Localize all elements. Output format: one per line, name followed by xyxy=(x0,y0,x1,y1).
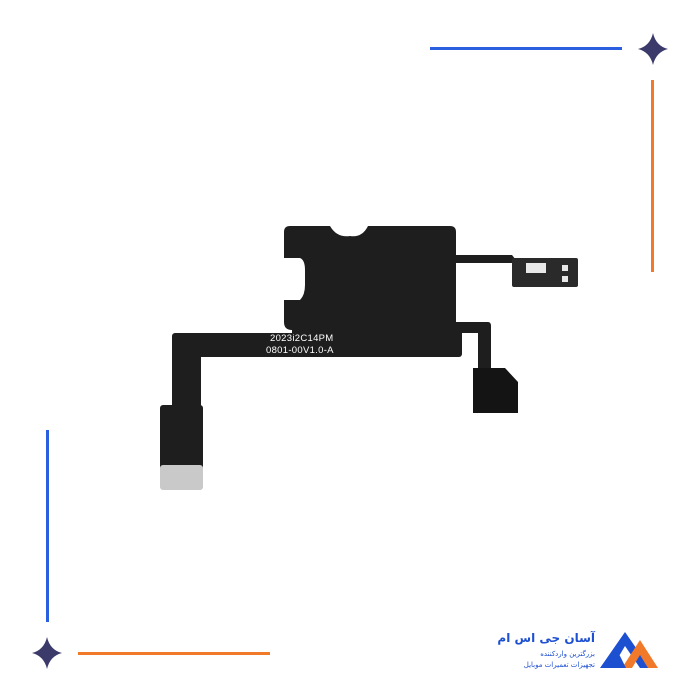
metal-contact xyxy=(160,465,203,490)
part-marking-line2: 0801-00V1.0-A xyxy=(266,345,334,356)
brand-tagline-1: بزرگترین واردکننده xyxy=(540,650,595,658)
brand-tagline-2: تجهیزات تعمیرات موبایل xyxy=(523,661,595,669)
logo-mark xyxy=(600,632,658,668)
frame-line-top-blue xyxy=(430,47,622,50)
flex-cable xyxy=(160,226,578,470)
frame-line-right-orange xyxy=(651,80,654,272)
sparkle-icon xyxy=(638,33,668,65)
part-marking-line1: 2023i2C14PM xyxy=(270,333,334,344)
sparkle-icon xyxy=(32,637,62,669)
brand-name: آسان جی اس ام xyxy=(497,631,595,645)
frame-line-bottom-orange xyxy=(78,652,270,655)
frame-line-left-blue xyxy=(46,430,49,622)
